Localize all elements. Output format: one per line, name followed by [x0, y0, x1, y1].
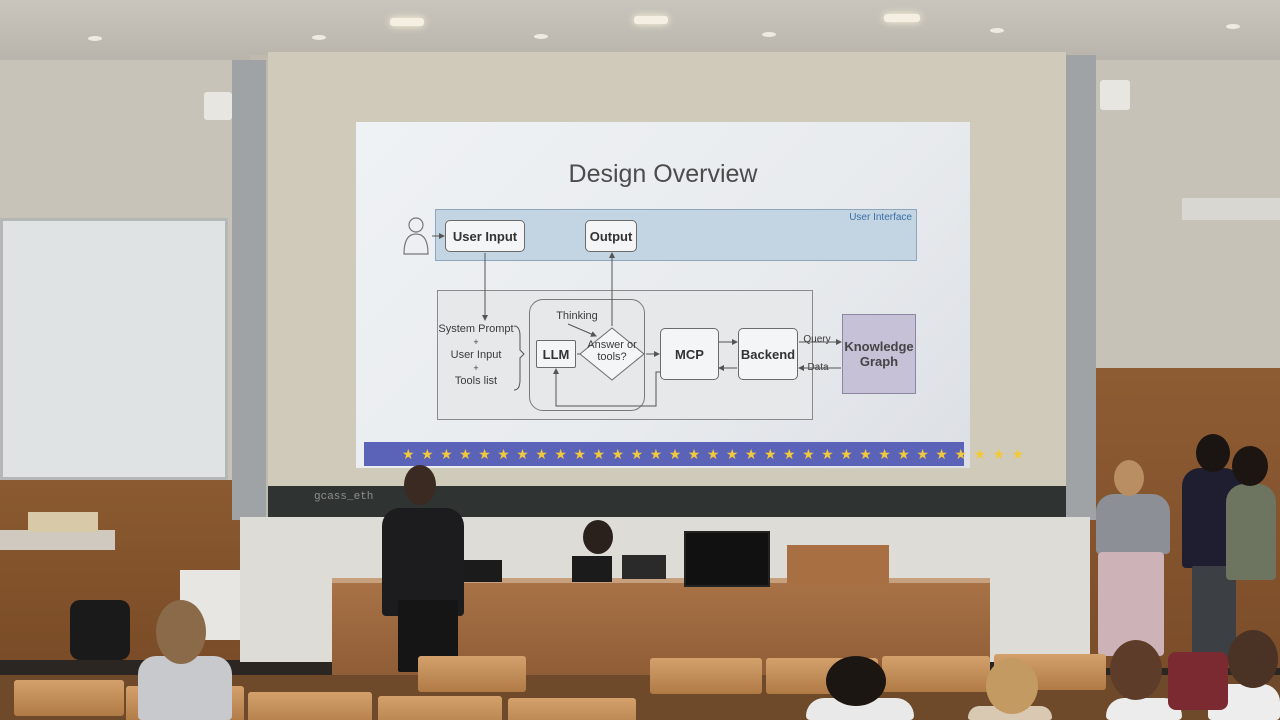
audience-member-head	[1110, 640, 1162, 700]
standing-person-head	[1114, 460, 1144, 496]
thinking-label: Thinking	[556, 310, 598, 322]
blackboard-writing: gcass_eth	[314, 491, 374, 503]
audience-member-head	[156, 600, 206, 664]
audience-member-head	[1228, 630, 1278, 688]
query-edge-label: Query	[803, 334, 831, 345]
box-on-shelf	[28, 512, 98, 532]
ceiling-light	[634, 16, 668, 24]
ceiling-spot	[762, 32, 776, 37]
left-pillar	[232, 60, 266, 520]
backpack	[70, 600, 130, 660]
decision-diamond	[579, 327, 645, 381]
seat-back	[418, 656, 526, 692]
user-icon	[403, 217, 429, 255]
presenter-head	[404, 465, 436, 505]
seat-back	[508, 698, 636, 720]
user-input-node: User Input	[445, 220, 525, 252]
decision-label: Answer or tools?	[587, 339, 637, 363]
mcp-node: MCP	[660, 328, 719, 380]
context-plus: +	[473, 363, 479, 373]
ceiling-spot	[1226, 24, 1240, 29]
lectern-desk-top	[332, 578, 990, 586]
laptop	[572, 556, 612, 582]
projector-mount	[1182, 198, 1280, 220]
llm-loop-region	[529, 299, 645, 411]
audience-member-head	[826, 656, 886, 706]
equipment-box	[462, 560, 502, 582]
context-item: Tools list	[454, 375, 498, 387]
standing-person	[1096, 494, 1170, 554]
audience-member	[806, 698, 914, 720]
seat-back	[650, 658, 762, 694]
side-shelf	[0, 530, 115, 550]
standing-person-legs	[1192, 566, 1236, 662]
ceiling	[0, 0, 1280, 60]
seated-person-head	[583, 520, 613, 554]
backpack	[1168, 652, 1228, 710]
slide-footer-stars: ★★★★★★★★★★★★★★★★★★★★★★★★★★★★★★★★★	[364, 442, 1024, 466]
standing-person	[1226, 484, 1276, 580]
backend-node: Backend	[738, 328, 798, 380]
context-item: System Prompt	[438, 323, 514, 335]
ceiling-spot	[88, 36, 102, 41]
ceiling-light	[884, 14, 920, 22]
audience-member-head	[986, 658, 1038, 714]
knowledge-graph-node: Knowledge Graph	[842, 314, 916, 394]
llm-node: LLM	[536, 340, 576, 368]
podium	[787, 545, 889, 587]
seat-back	[378, 696, 502, 720]
ceiling-light	[390, 18, 424, 26]
speaker-box	[204, 92, 232, 120]
slide-title: Design Overview	[568, 160, 758, 188]
diagram-arrows	[432, 233, 842, 407]
standing-person-head	[1232, 446, 1268, 486]
seat-back	[248, 692, 372, 720]
standing-person-skirt	[1098, 552, 1164, 656]
standing-person-head	[1196, 434, 1230, 472]
ceiling-spot	[312, 35, 326, 40]
speaker-box	[1100, 80, 1130, 110]
audience-member	[138, 656, 232, 720]
user-interface-label: User Interface	[849, 212, 912, 223]
ceiling-spot	[534, 34, 548, 39]
context-plus: +	[473, 337, 479, 347]
presentation-slide: Design Overview User Interface User Inpu…	[356, 122, 1024, 468]
ceiling-spot	[990, 28, 1004, 33]
seat-back	[882, 656, 990, 692]
presenter	[382, 508, 464, 616]
side-whiteboard	[0, 218, 228, 480]
monitor	[684, 531, 770, 587]
context-item: User Input	[450, 349, 502, 361]
audience-member	[1106, 698, 1182, 720]
seat-back	[14, 680, 124, 716]
output-node: Output	[585, 220, 637, 252]
laptop	[622, 555, 666, 579]
right-pillar	[1066, 55, 1096, 520]
